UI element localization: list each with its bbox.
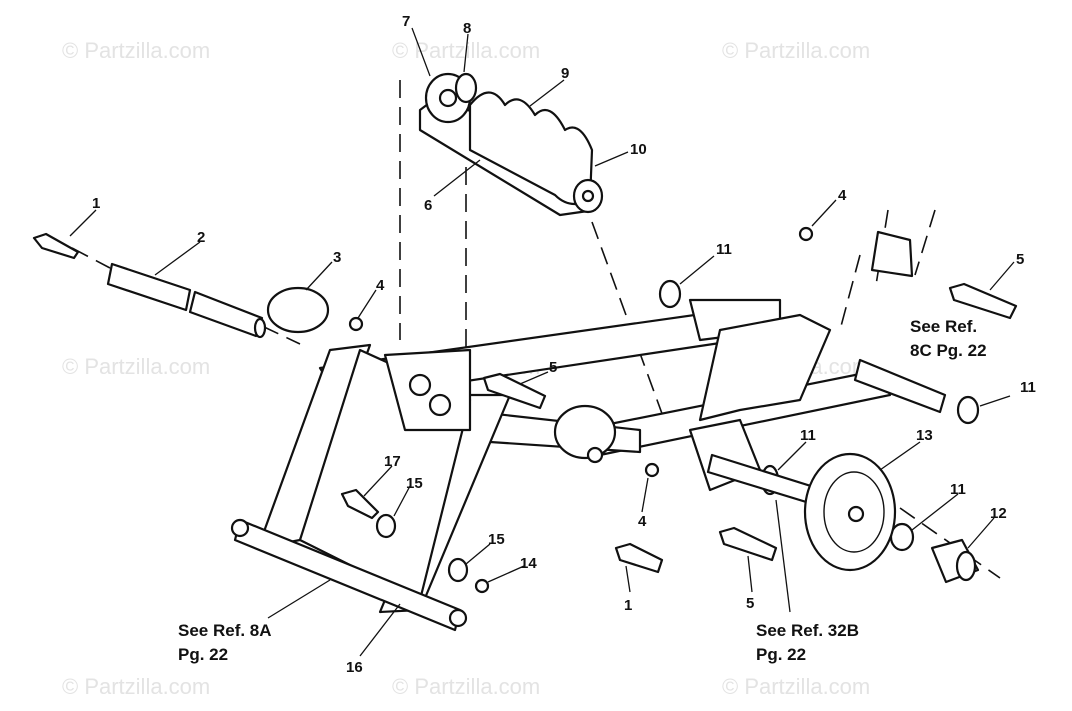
spacer xyxy=(870,230,914,278)
bushing xyxy=(553,404,617,460)
washer xyxy=(447,557,469,583)
callout-15: 15 xyxy=(406,475,423,492)
shaft xyxy=(106,262,267,339)
callout-4: 4 xyxy=(838,187,847,204)
ref-note-8c-line2: 8C Pg. 22 xyxy=(910,341,987,360)
callout-17: 17 xyxy=(384,453,401,470)
frame-assembly xyxy=(230,286,947,632)
nut xyxy=(798,226,814,242)
callout-5: 5 xyxy=(1016,251,1024,268)
callout-11: 11 xyxy=(800,427,816,444)
callout-4: 4 xyxy=(376,277,385,294)
right-bracket xyxy=(698,313,832,422)
callout-15: 15 xyxy=(488,531,505,548)
bolt xyxy=(340,488,380,520)
ref-note-8a-line1: See Ref. 8A xyxy=(178,621,272,640)
callout-11: 11 xyxy=(1020,379,1036,396)
ref-note-8c-line1: See Ref. xyxy=(910,317,977,336)
bolt xyxy=(614,542,664,574)
watermark: © Partzilla.com xyxy=(62,38,210,63)
bushing xyxy=(266,286,330,334)
idler-wheel xyxy=(706,452,980,584)
washer xyxy=(658,279,682,309)
ref-note-8a-line2: Pg. 22 xyxy=(178,645,228,664)
ref-note-32b-line2: Pg. 22 xyxy=(756,645,806,664)
watermark: © Partzilla.com xyxy=(62,354,210,379)
bolt xyxy=(482,372,547,410)
callout-4: 4 xyxy=(638,513,647,530)
callout-9: 9 xyxy=(561,65,569,82)
bolt xyxy=(718,526,778,562)
washer xyxy=(375,513,397,539)
callout-16: 16 xyxy=(346,659,363,676)
watermark: © Partzilla.com xyxy=(722,674,870,699)
bolt xyxy=(32,232,80,260)
callout-14: 14 xyxy=(520,555,537,572)
nut xyxy=(644,462,660,478)
callout-6: 6 xyxy=(424,197,432,214)
shock-absorber xyxy=(418,72,604,217)
callout-1: 1 xyxy=(92,195,100,212)
callout-7: 7 xyxy=(402,13,410,30)
callout-8: 8 xyxy=(463,20,471,37)
nut xyxy=(348,316,364,332)
callout-12: 12 xyxy=(990,505,1007,522)
bolt xyxy=(948,282,1018,320)
callout-13: 13 xyxy=(916,427,933,444)
washer xyxy=(956,395,980,425)
hardware xyxy=(32,226,1018,594)
ref-note-32b-line1: See Ref. 32B xyxy=(756,621,859,640)
callout-1: 1 xyxy=(624,597,632,614)
nut xyxy=(474,578,490,594)
callout-labels: 1 2 3 4 7 8 9 10 6 5 4 11 5 11 11 13 11 … xyxy=(92,13,1036,676)
leader-lines xyxy=(69,27,1015,657)
reference-notes: See Ref. 8C Pg. 22 See Ref. 8A Pg. 22 Se… xyxy=(178,317,987,664)
callout-2: 2 xyxy=(197,229,205,246)
callout-10: 10 xyxy=(630,141,647,158)
callout-5: 5 xyxy=(746,595,754,612)
callout-11: 11 xyxy=(716,241,732,258)
watermark: © Partzilla.com xyxy=(62,674,210,699)
callout-5: 5 xyxy=(549,359,557,376)
callout-3: 3 xyxy=(333,249,341,266)
callout-11: 11 xyxy=(950,481,966,498)
watermark: © Partzilla.com xyxy=(392,674,540,699)
watermark: © Partzilla.com xyxy=(722,38,870,63)
